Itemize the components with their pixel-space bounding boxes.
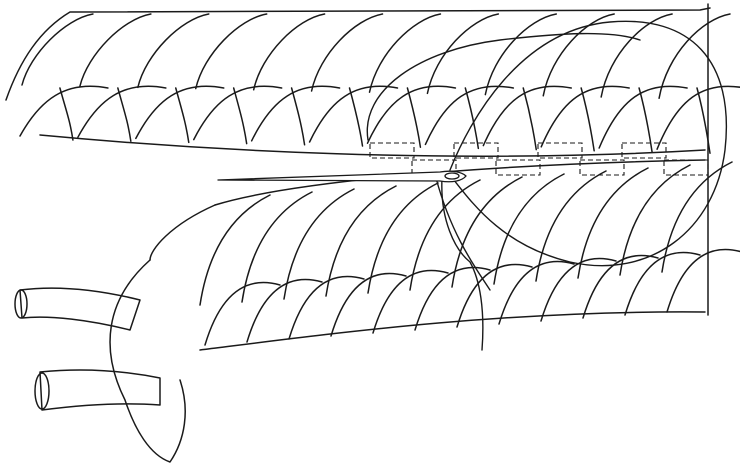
braid-strand-loop (659, 14, 730, 98)
braid-strand-loop (415, 268, 490, 331)
braid-strand-fold (407, 88, 420, 147)
thread-loop-outer (450, 21, 726, 265)
braid-strand-loop (289, 277, 364, 340)
lacing-thread (367, 21, 726, 350)
braid-strand-loop (494, 174, 564, 284)
upper-braid-bottom-edge (40, 135, 705, 156)
braid-strand-loop (370, 14, 441, 92)
braid-strand-fold (523, 88, 536, 150)
lower-braid (200, 4, 740, 350)
braid-strand-loop (200, 195, 270, 305)
strand-end-curl (110, 260, 185, 462)
braid-strand-fold (350, 88, 363, 146)
braid-strand-fold (118, 88, 131, 141)
needle (218, 171, 466, 182)
braid-strand-loop (326, 186, 396, 296)
braid-strand-fold (234, 88, 247, 144)
braid-strand-loop (196, 14, 267, 89)
braid-strand-loop (485, 14, 556, 95)
braid-strand-fold (60, 88, 73, 140)
loose-strand-ends (15, 205, 215, 462)
upper-braid (6, 8, 740, 156)
braid-strand-fold (292, 88, 305, 145)
lower-braid-top-edge (215, 160, 705, 205)
braid-strand-loop (138, 14, 209, 87)
braid-strand-loop (452, 177, 522, 287)
braid-strand-loop (22, 14, 93, 85)
braid-strand-loop (410, 180, 480, 290)
lower-braid-bottom-edge (200, 312, 705, 350)
braid-strand-loop (368, 183, 438, 293)
braid-strand-loop (541, 259, 616, 322)
braid-strand-loop (80, 14, 151, 86)
braid-strand-loop (312, 14, 383, 91)
braid-strand-loop (427, 14, 498, 93)
strand-end-join (150, 205, 215, 260)
braid-strand-fold (581, 88, 594, 151)
braid-strand-loop (242, 192, 312, 302)
braid-strand-loop (578, 168, 648, 278)
strand-end-lower (40, 370, 160, 410)
braid-strand-loop (662, 162, 732, 272)
braid-strand-loop (205, 283, 280, 346)
needle-eye (445, 173, 459, 179)
braid-strand-loop (667, 250, 740, 313)
needle-shaft (218, 171, 466, 182)
braid-strand-loop (284, 189, 354, 299)
braid-strand-loop (247, 280, 322, 343)
thread-tail-second (436, 178, 490, 290)
braid-strand-fold (639, 88, 652, 152)
braid-strand-loop (543, 14, 614, 96)
braid-strand-fold (176, 88, 189, 142)
braid-strand-loop (620, 165, 690, 275)
braid-strand-loop (254, 14, 325, 90)
braid-strand-loop (625, 253, 700, 316)
braid-strand-loop (536, 171, 606, 281)
